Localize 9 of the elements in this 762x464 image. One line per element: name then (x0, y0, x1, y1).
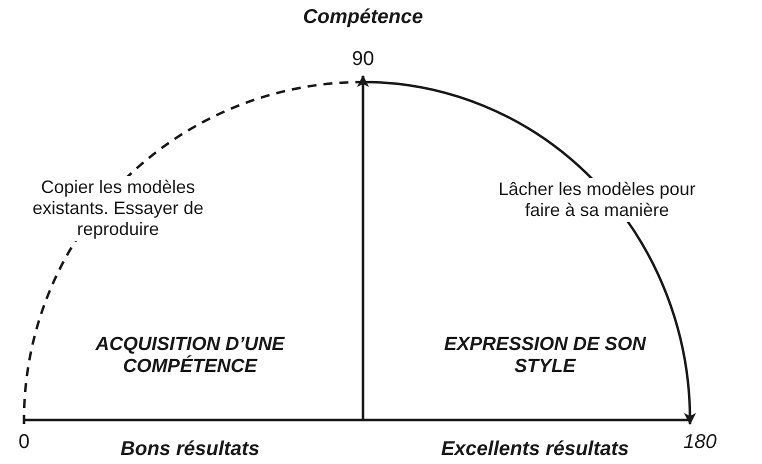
scale-value: 0 (18, 430, 30, 454)
axis-label: Bons résultats (120, 438, 260, 460)
arrow (357, 75, 369, 420)
zone-label: EXPRESSION DE SON STYLE (443, 334, 648, 378)
axis-label: Excellents résultats (440, 438, 630, 460)
scale-value: 180 (683, 430, 717, 454)
axis-label: Compétence (302, 6, 424, 28)
zone-label: ACQUISITION D’UNE COMPÉTENCE (94, 334, 286, 378)
scale-value: 90 (352, 48, 374, 70)
